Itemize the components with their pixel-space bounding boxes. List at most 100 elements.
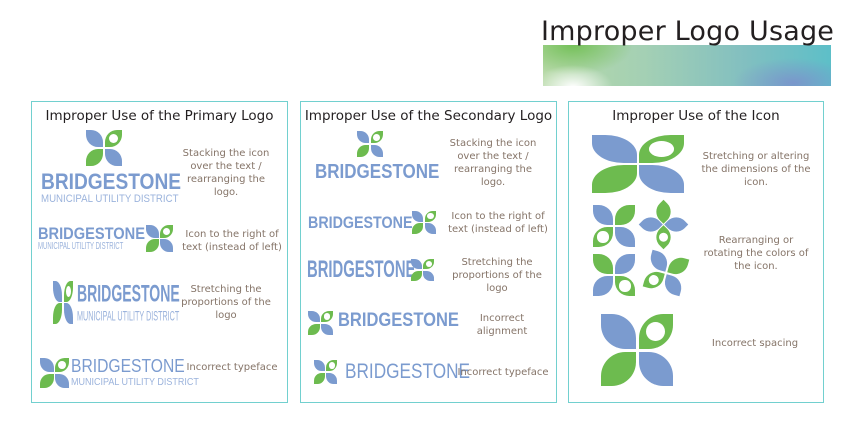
petal-bottom-left bbox=[146, 239, 159, 252]
petal-top-left bbox=[308, 311, 320, 323]
petal-bottom-left bbox=[314, 372, 325, 384]
panel-secondary-logo: Improper Use of the Secondary Logo bbox=[300, 101, 557, 403]
brand-wordmark: BRIDGESTONE bbox=[307, 256, 416, 283]
icon-rearranged-colors bbox=[593, 254, 635, 296]
petal-bottom-right bbox=[326, 372, 337, 384]
petal-bottom-right bbox=[614, 275, 635, 296]
petal-bottom-right bbox=[638, 164, 684, 193]
logo-icon-stretched bbox=[53, 281, 73, 324]
logo-icon bbox=[412, 211, 436, 234]
description: Rearranging or rotating the colors of th… bbox=[703, 235, 809, 272]
description: Incorrect spacing bbox=[711, 338, 799, 349]
gradient-banner bbox=[543, 45, 831, 86]
logo-icon bbox=[357, 131, 383, 157]
brand-wordmark: BRIDGESTONE bbox=[41, 169, 182, 194]
description: Stacking the icon over the text / rearra… bbox=[182, 148, 270, 198]
petal-top-left bbox=[412, 211, 424, 222]
petal-top-right bbox=[160, 225, 173, 238]
description: Icon to the right of text (instead of le… bbox=[182, 229, 282, 253]
petal-hole bbox=[597, 231, 609, 243]
petal-top-right bbox=[63, 281, 73, 302]
petal-bottom-right bbox=[321, 323, 333, 335]
logo-icon bbox=[86, 130, 122, 166]
petal-bottom-left bbox=[593, 226, 614, 247]
brand-wordmark: BRIDGESTONE bbox=[308, 213, 413, 232]
petal-bottom-right bbox=[63, 303, 73, 324]
description: Stacking the icon over the text / rearra… bbox=[449, 138, 537, 188]
panel-primary-logo: Improper Use of the Primary Logo bbox=[31, 101, 288, 403]
logo-icon bbox=[40, 358, 69, 388]
petal-hole bbox=[646, 321, 666, 341]
petal-hole bbox=[163, 227, 171, 235]
petal-bottom-left bbox=[308, 323, 320, 335]
brand-wordmark: BRIDGESTONE bbox=[71, 356, 185, 376]
brand-wordmark: BRIDGESTONE bbox=[338, 310, 459, 331]
petal-top-right bbox=[321, 311, 333, 323]
petal-hole bbox=[323, 313, 331, 320]
petal-top-left bbox=[357, 131, 370, 144]
icon-incorrect-spacing bbox=[601, 314, 673, 386]
brand-wordmark: BRIDGESTONE bbox=[38, 224, 145, 243]
petal-bottom-left bbox=[592, 164, 638, 193]
description: Stretching the proportions of the logo bbox=[452, 257, 542, 294]
panel-title: Improper Use of the Icon bbox=[612, 108, 780, 124]
petal-bottom-right bbox=[614, 226, 635, 247]
petal-top-right bbox=[614, 254, 635, 275]
petal-top-left bbox=[146, 225, 159, 238]
petal-top-left bbox=[593, 254, 614, 275]
petal-bottom-right bbox=[55, 373, 69, 388]
panel-title: Improper Use of the Primary Logo bbox=[45, 108, 274, 124]
description: Icon to the right of text (instead of le… bbox=[448, 211, 548, 235]
brand-wordmark: BRIDGESTONE bbox=[345, 360, 471, 383]
petal-hole bbox=[427, 213, 434, 220]
petal-bottom-right bbox=[370, 144, 383, 157]
petal-top-right bbox=[104, 130, 122, 148]
petal-hole bbox=[65, 285, 71, 298]
petal-bottom-left bbox=[601, 351, 636, 386]
description: Stretching or altering the dimensions of… bbox=[701, 151, 811, 188]
petal-hole bbox=[58, 361, 66, 370]
petal-bottom-left bbox=[40, 373, 54, 388]
petal-top-right bbox=[326, 360, 337, 372]
brand-subtitle: MUNICIPAL UTILITY DISTRICT bbox=[77, 309, 180, 325]
panel-title: Improper Use of the Secondary Logo bbox=[304, 108, 553, 124]
petal-bottom-left bbox=[593, 275, 614, 296]
petal-hole bbox=[373, 133, 381, 141]
petal-top-right bbox=[424, 211, 436, 222]
logo-icon bbox=[314, 360, 337, 384]
description: Incorrect typeface bbox=[186, 362, 278, 373]
petal-top-right bbox=[638, 135, 684, 164]
petal-top-right bbox=[638, 314, 673, 349]
description: Incorrect typeface bbox=[457, 367, 549, 378]
petal-bottom-left bbox=[86, 148, 104, 166]
petal-bottom-right bbox=[423, 270, 434, 281]
description: Incorrect alignment bbox=[476, 313, 528, 337]
logo-icon bbox=[146, 225, 173, 252]
petal-top-left bbox=[592, 135, 638, 164]
petal-bottom-left bbox=[412, 223, 424, 234]
petal-top-left bbox=[53, 281, 63, 302]
petal-top-left bbox=[593, 205, 614, 226]
brand-subtitle: MUNICIPAL UTILITY DISTRICT bbox=[71, 377, 199, 388]
panel-icon: Improper Use of the Icon bbox=[568, 101, 824, 403]
description: Stretching the proportions of the logo bbox=[181, 284, 271, 321]
petal-bottom-right bbox=[424, 223, 436, 234]
petal-top-left bbox=[86, 130, 104, 148]
petal-bottom-left bbox=[411, 270, 422, 281]
page-title: Improper Logo Usage bbox=[541, 16, 835, 47]
petal-top-left bbox=[314, 360, 325, 372]
brand-subtitle: MUNICIPAL UTILITY DISTRICT bbox=[38, 241, 124, 252]
petal-top-left bbox=[647, 249, 671, 273]
icon-stretched bbox=[592, 135, 684, 193]
petal-hole bbox=[328, 362, 335, 369]
petal-top-right bbox=[370, 131, 383, 144]
petal-top-right bbox=[614, 205, 635, 226]
petal-bottom-right bbox=[160, 239, 173, 252]
icon-rearranged-colors bbox=[593, 205, 635, 247]
petal-top-left bbox=[601, 314, 636, 349]
brand-wordmark: BRIDGESTONE bbox=[315, 161, 440, 183]
petal-hole bbox=[648, 141, 675, 158]
petal-hole bbox=[108, 133, 119, 144]
petal-hole bbox=[619, 280, 631, 292]
petal-bottom-left bbox=[53, 303, 63, 324]
